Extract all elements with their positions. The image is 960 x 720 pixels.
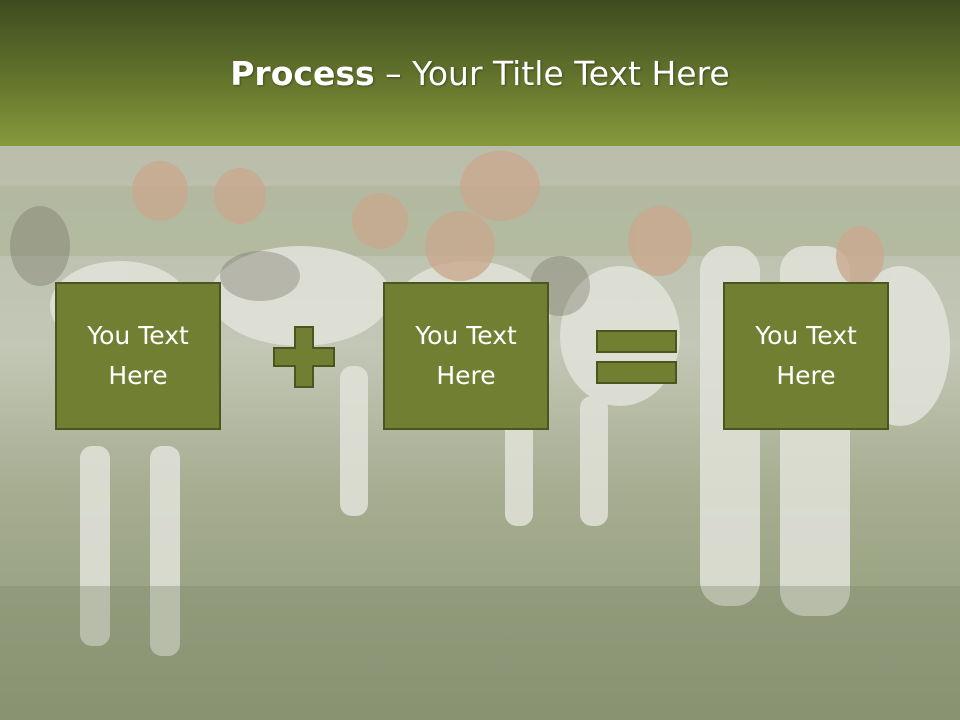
title-rest: – Your Title Text Here — [374, 54, 730, 93]
equals-icon — [596, 330, 677, 384]
slide-title[interactable]: Process – Your Title Text Here — [0, 52, 960, 96]
process-box-3-text: You Text Here — [755, 321, 857, 390]
plus-icon — [273, 326, 335, 388]
process-box-1-text: You Text Here — [87, 321, 189, 390]
title-bar: Process – Your Title Text Here — [0, 0, 960, 146]
process-box-1[interactable]: You Text Here — [55, 282, 221, 430]
background-photo — [0, 146, 960, 720]
process-box-2[interactable]: You Text Here — [383, 282, 549, 430]
process-box-2-text: You Text Here — [415, 321, 517, 390]
title-bold: Process — [230, 54, 375, 93]
process-box-3[interactable]: You Text Here — [723, 282, 889, 430]
